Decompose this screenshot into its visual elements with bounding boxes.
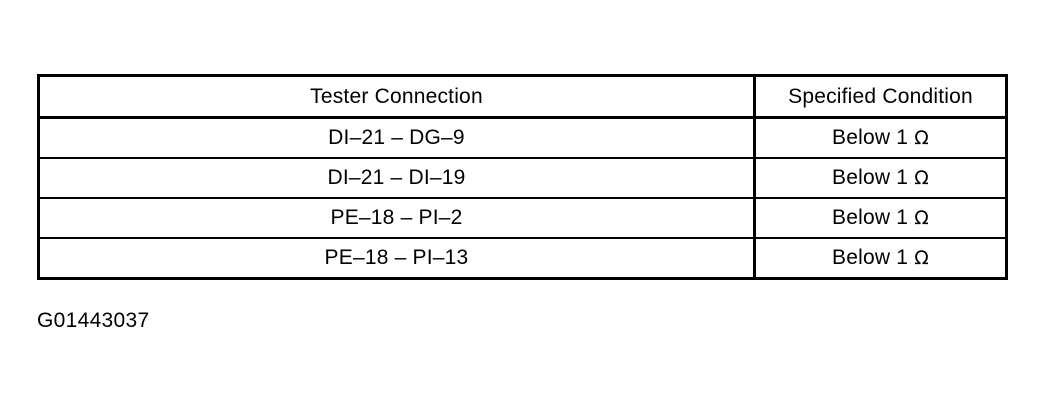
column-header-specified-condition-label: Specified Condition <box>788 85 973 108</box>
table-header-row: Tester Connection Specified Condition <box>38 75 1007 119</box>
column-header-tester-connection: Tester Connection <box>38 75 756 119</box>
ohm-symbol: Ω <box>914 127 929 149</box>
cell-specified-condition: Below 1 Ω <box>754 117 1007 159</box>
cell-tester-connection-text: PE–18 – PI–13 <box>324 246 469 269</box>
cell-tester-connection: DI–21 – DG–9 <box>38 117 756 159</box>
cell-specified-condition-text: Below 1 Ω <box>832 126 929 149</box>
column-header-tester-connection-label: Tester Connection <box>310 85 483 108</box>
ohm-symbol: Ω <box>914 207 929 229</box>
ohm-symbol: Ω <box>914 247 929 269</box>
ohm-symbol: Ω <box>914 167 929 189</box>
cell-specified-condition-text: Below 1 Ω <box>832 206 929 229</box>
cell-tester-connection: DI–21 – DI–19 <box>38 158 756 199</box>
table-row: PE–18 – PI–2 Below 1 Ω <box>38 198 1007 239</box>
table-row: DI–21 – DI–19 Below 1 Ω <box>38 158 1007 199</box>
column-header-specified-condition: Specified Condition <box>754 75 1007 119</box>
table-row: PE–18 – PI–13 Below 1 Ω <box>38 238 1007 279</box>
cell-tester-connection-text: DI–21 – DG–9 <box>328 126 465 149</box>
cell-tester-connection: PE–18 – PI–13 <box>38 238 756 279</box>
cell-specified-condition: Below 1 Ω <box>755 238 1007 279</box>
specification-table: Tester Connection Specified Condition DI… <box>37 74 1008 280</box>
cell-specified-condition: Below 1 Ω <box>754 158 1007 199</box>
figure-caption: G01443037 <box>37 309 150 332</box>
cell-tester-connection: PE–18 – PI–2 <box>38 198 756 239</box>
cell-specified-condition-text: Below 1 Ω <box>832 166 929 189</box>
cell-tester-connection-text: PE–18 – PI–2 <box>330 206 463 229</box>
table-row: DI–21 – DG–9 Below 1 Ω <box>38 117 1007 159</box>
cell-specified-condition-text: Below 1 Ω <box>832 246 929 269</box>
cell-tester-connection-text: DI–21 – DI–19 <box>327 166 466 189</box>
cell-specified-condition: Below 1 Ω <box>754 198 1007 239</box>
